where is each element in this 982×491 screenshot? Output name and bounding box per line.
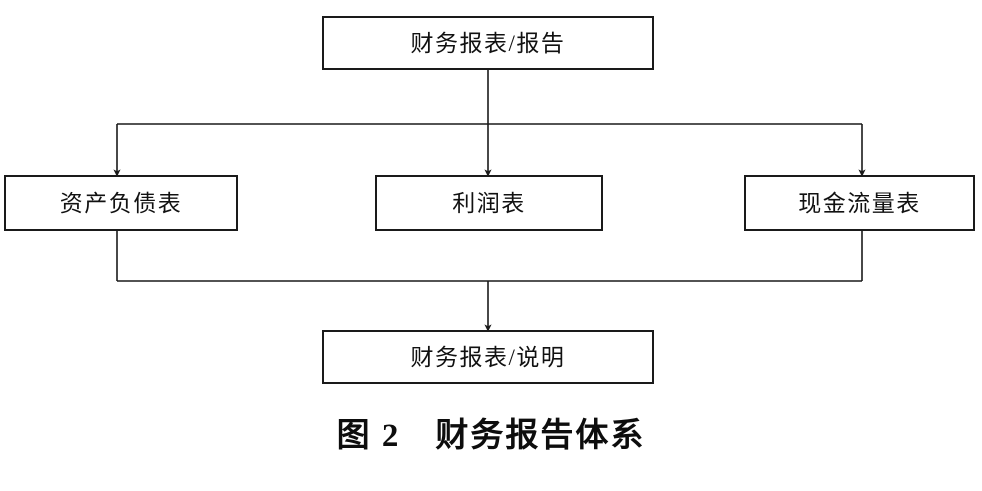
node-label: 现金流量表 [798, 190, 921, 216]
figure-caption: 图 2 财务报告体系 [0, 418, 982, 454]
node-financial-report: 财务报表/报告 [322, 16, 654, 70]
node-label: 财务报表/报告 [410, 30, 566, 56]
node-cash-flow-statement: 现金流量表 [744, 175, 975, 231]
node-balance-sheet: 资产负债表 [4, 175, 238, 231]
node-label: 资产负债表 [59, 190, 183, 216]
node-income-statement: 利润表 [375, 175, 603, 231]
node-financial-statement-notes: 财务报表/说明 [322, 330, 654, 384]
node-label: 财务报表/说明 [410, 344, 566, 370]
node-label: 利润表 [452, 190, 526, 216]
figure-caption-text: 图 2 财务报告体系 [336, 418, 646, 454]
